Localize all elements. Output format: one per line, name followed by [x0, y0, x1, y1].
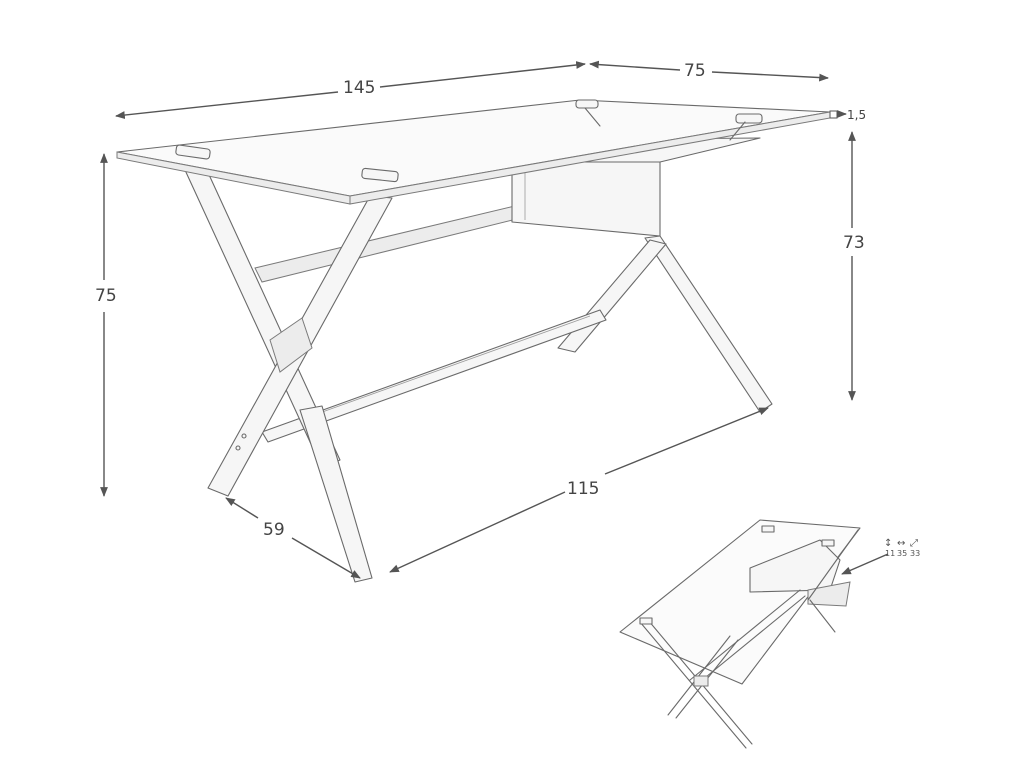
back-crossbar [254, 199, 546, 283]
glass-thickness-label: 1,5 [847, 108, 866, 122]
base-length-label: 115 [567, 479, 599, 499]
top-brackets [175, 99, 763, 183]
dimension-lines [100, 60, 856, 579]
drawer-width-label: 35 [897, 549, 907, 558]
drawer-depth-icon: ⤢ [910, 538, 918, 549]
drawer-depth-label: 33 [910, 549, 920, 558]
drawer-height-icon: ↕ [884, 538, 892, 549]
back-right-leg-b [557, 239, 667, 353]
base-depth-label: 59 [263, 520, 285, 540]
drawer-width-icon: ↔ [897, 538, 905, 549]
back-right-leg-a [644, 235, 773, 413]
total-height-label: 75 [95, 286, 117, 306]
front-left-leg-foot [299, 405, 373, 583]
top-depth-label: 75 [684, 61, 706, 81]
drawer-clearance-label: 73 [843, 233, 865, 253]
front-stretcher [261, 309, 607, 443]
drawer-height-label: 11 [885, 549, 895, 558]
drawer-front [511, 161, 661, 237]
drawer-detail-view [619, 519, 889, 749]
top-length-label: 145 [343, 78, 375, 98]
leg-joint-plate [269, 317, 313, 373]
main-desk [116, 99, 831, 583]
